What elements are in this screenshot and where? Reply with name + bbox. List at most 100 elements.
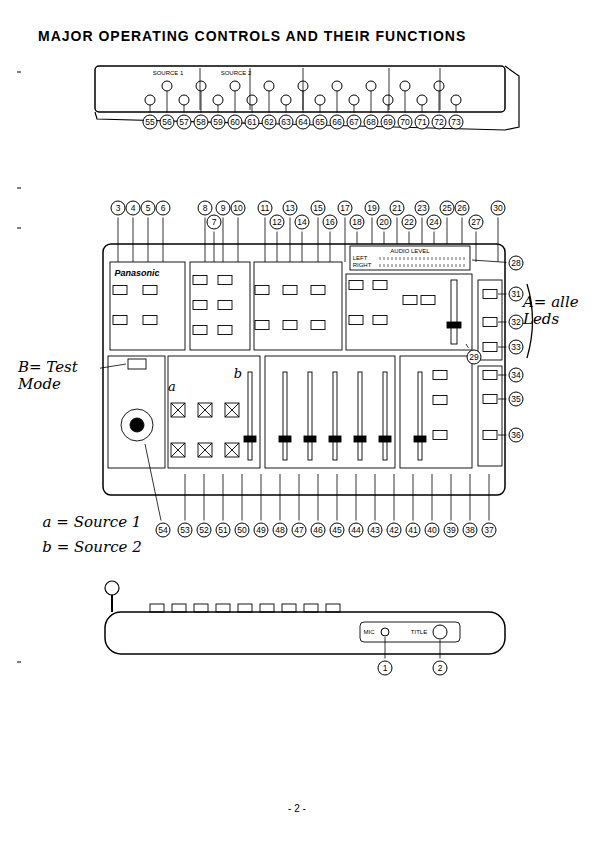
meter-segment [428,264,429,267]
callout-number: 63 [279,115,294,130]
jack [196,81,206,91]
push-button [433,371,447,380]
meter-segment [384,257,385,260]
callout-number: 72 [432,115,447,130]
leader-line [472,260,507,262]
leader-line [440,640,441,659]
front-key [150,604,164,612]
leader-line [413,474,414,521]
leader-line [118,218,119,263]
effect-button [225,403,239,417]
leader-line [218,105,219,113]
push-button [255,286,269,295]
leader-line [303,91,304,113]
callout-number: 57 [177,115,192,130]
leader-line [252,105,253,113]
callout-number: 54 [156,523,171,538]
callout-number: 23 [415,201,430,216]
callout-number: 33 [509,340,524,355]
meter-segment [436,264,437,267]
fader-slot [308,372,312,460]
front-key [326,604,340,612]
meter-segment [400,257,401,260]
front-key [282,604,296,612]
callout-number: 68 [364,115,379,130]
leader-line [498,375,507,376]
jack [315,95,325,105]
front-key [260,604,274,612]
callout-number: 1 [378,661,393,676]
jack [247,95,257,105]
push-button [193,326,207,335]
leader-line [498,399,507,400]
meter-segment [440,264,441,267]
meter-segment [452,257,453,260]
callout-number: 5 [141,201,156,216]
leader-line [337,91,338,113]
push-button [483,395,497,404]
callout-number: 58 [194,115,209,130]
leader-line [422,105,423,113]
leader-line [489,474,490,521]
callout-number: 3 [111,201,126,216]
callout-number: 24 [427,215,442,230]
push-button [311,286,325,295]
jack [332,81,342,91]
meter-segment [396,264,397,267]
meter-segment [432,264,433,267]
panel-label: AUDIO LEVEL [390,248,429,254]
leader-line [265,218,266,263]
meter-segment [448,264,449,267]
leader-line [357,232,358,245]
leader-line [388,105,389,113]
leader-line [422,218,423,245]
callout-number: 27 [469,215,484,230]
callout-number: 40 [425,523,440,538]
leader-line [447,218,448,245]
callout-number: 62 [262,115,277,130]
jack [383,95,393,105]
leader-line [223,218,224,263]
handwritten-note: a = Source 1 [43,514,142,531]
callout-number: 35 [509,392,524,407]
leader-line [498,322,507,323]
push-button [403,296,417,305]
callout-number: 48 [273,523,288,538]
callout-number: 18 [350,215,365,230]
fader-knob [279,436,291,442]
jack [298,81,308,91]
callout-number: 46 [311,523,326,538]
fader-slot [333,372,337,460]
meter-segment [464,264,465,267]
panel-label: SOURCE 2 [221,70,252,76]
effect-button [171,403,185,417]
callout-number: 21 [390,201,405,216]
meter-segment [440,257,441,260]
callout-number: 42 [387,523,402,538]
push-button [113,286,127,295]
jack [281,95,291,105]
leader-line [223,474,224,521]
meter-segment [388,264,389,267]
leader-line [466,344,468,348]
leader-line [439,91,440,113]
meter-segment [456,264,457,267]
callout-number: 66 [330,115,345,130]
meter-segment [384,264,385,267]
meter-segment [380,264,381,267]
meter-segment [392,257,393,260]
meter-segment [424,257,425,260]
callout-number: 25 [440,201,455,216]
fader-knob [244,436,256,442]
callout-number: 16 [323,215,338,230]
leader-line [318,474,319,521]
jack [145,95,155,105]
leader-line [345,218,346,263]
handwritten-note: A= alle Leds [523,294,589,327]
push-button [349,316,363,325]
push-button [143,316,157,325]
callout-number: 30 [491,201,506,216]
leader-line [456,105,457,113]
callout-number: 19 [365,201,380,216]
